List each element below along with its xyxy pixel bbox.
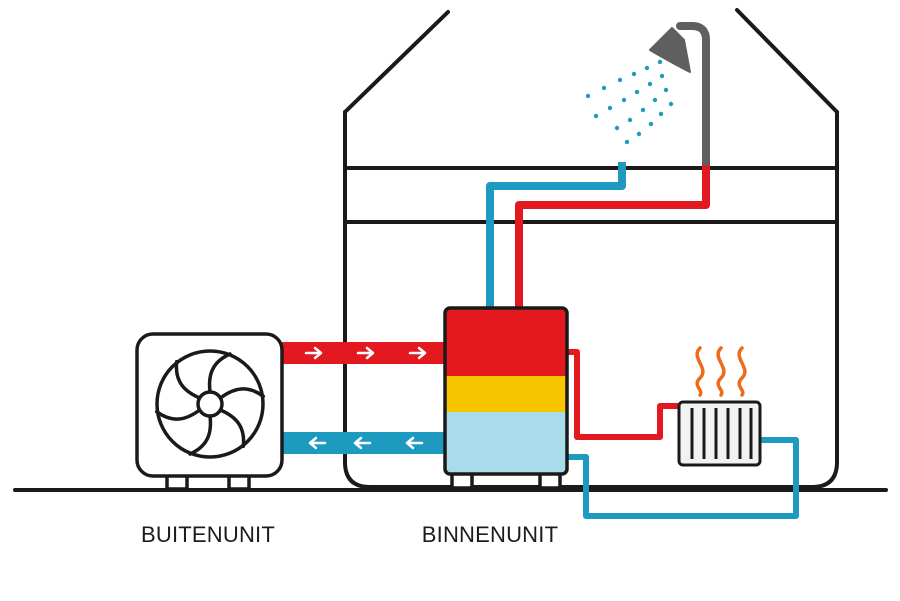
fan-blade (174, 359, 202, 400)
flow-arrow-right (304, 346, 323, 360)
flow-arrow-right (408, 346, 427, 360)
fan-housing (155, 349, 265, 459)
water-spray (585, 59, 674, 145)
fan-icon (154, 349, 266, 459)
water-drop (648, 121, 654, 127)
water-drop (624, 139, 630, 145)
cold-pipe-from-radiator (568, 437, 799, 519)
water-drop (658, 111, 664, 117)
flow-arrow-left (308, 436, 327, 450)
water-drop (617, 77, 623, 83)
water-drop (593, 113, 599, 119)
water-drop (631, 71, 637, 77)
hot-pipe-to-shower (515, 162, 710, 310)
water-drop (614, 125, 620, 131)
cold-pipe-to-shower (486, 162, 626, 310)
water-drop (640, 107, 646, 113)
indoor-unit (443, 306, 569, 490)
water-drop (607, 105, 613, 111)
flow-arrow-left (353, 436, 372, 450)
fan-blade (218, 408, 246, 449)
house-roof-left (343, 10, 450, 114)
radiator-icon (677, 400, 762, 467)
indoor-unit-label: BINNENUNIT (421, 522, 559, 547)
shower-icon (585, 22, 710, 166)
return-flow-arrows (308, 436, 424, 450)
water-drop (647, 81, 653, 87)
flow-arrow-left (405, 436, 424, 450)
heat-waves-icon (695, 346, 747, 397)
water-drop (601, 85, 607, 91)
tank-layer-cold (445, 412, 567, 474)
tank-layer-hot (445, 308, 567, 376)
water-drop (621, 97, 627, 103)
radiator-fins (690, 408, 753, 459)
shower-arm (676, 22, 710, 166)
hot-pipe-to-radiator (568, 349, 680, 440)
tank-layer-warm (445, 376, 567, 412)
shower-pipes (486, 162, 710, 310)
heat-wave (737, 346, 747, 397)
outdoor-unit (135, 332, 284, 491)
outdoor-unit-label: BUITENUNIT (141, 522, 275, 547)
water-drop (644, 65, 650, 71)
house-roof-right (735, 8, 839, 114)
water-drop (634, 89, 640, 95)
shower-head (649, 27, 691, 73)
water-drop (668, 101, 674, 107)
fan-blade (207, 352, 232, 394)
flow-arrow-right (356, 346, 375, 360)
fan-blade (154, 408, 202, 421)
house-walls (343, 110, 839, 489)
water-drop (659, 73, 665, 79)
water-drop (627, 117, 633, 123)
water-drop (652, 97, 658, 103)
water-drop (657, 59, 663, 65)
radiator-pipes (568, 349, 799, 519)
unit-connection-pipes (280, 342, 445, 454)
water-drop (636, 131, 642, 137)
fan-blade (188, 414, 213, 456)
supply-flow-arrows (304, 346, 427, 360)
water-drop (663, 87, 669, 93)
heat-wave (695, 346, 705, 397)
house-outline (343, 8, 839, 489)
water-drop (585, 93, 591, 99)
heat-wave (716, 346, 726, 397)
indoor-unit-body (443, 306, 569, 476)
fan-blade (218, 387, 266, 400)
